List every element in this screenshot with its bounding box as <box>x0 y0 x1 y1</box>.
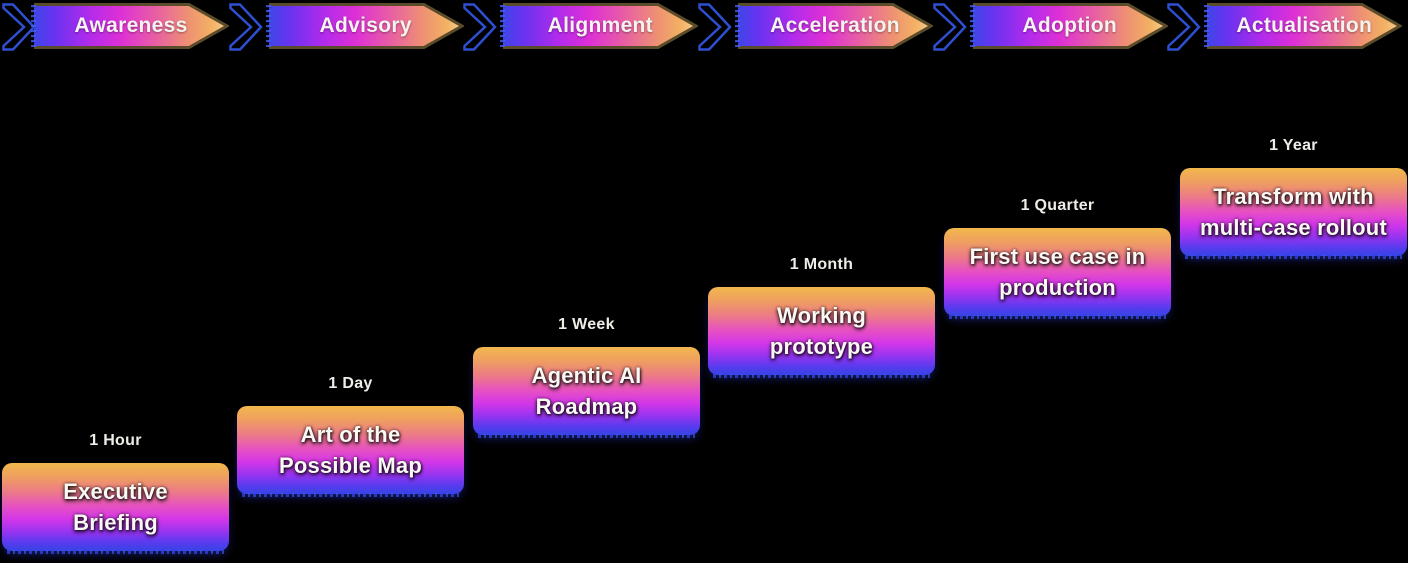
milestone-1-hour: 1 Hour Executive Briefing <box>2 432 229 554</box>
phase-arrow-shape <box>738 3 933 49</box>
chevron-separator-icon <box>463 3 498 51</box>
deliverable-line: Briefing <box>73 510 158 535</box>
chevron-separator-icon <box>1167 3 1202 51</box>
grain-edge <box>7 550 224 554</box>
duration-label: 1 Year <box>1269 137 1318 154</box>
deliverable-line: multi-case rollout <box>1200 215 1387 240</box>
deliverable-line: Possible Map <box>279 453 422 478</box>
grain-edge <box>735 5 740 47</box>
grain-edge <box>1204 5 1210 47</box>
deliverable-line: Art of the <box>300 422 401 447</box>
duration-label: 1 Month <box>789 256 854 273</box>
phase-bar: Awareness Advisory Alignment <box>0 0 1408 56</box>
grain-edge <box>242 493 459 497</box>
milestone-card: Working prototype <box>708 287 935 375</box>
milestone-card: Transform with multi-case rollout <box>1180 168 1407 256</box>
deliverable-line: First use case in <box>969 244 1146 269</box>
phase-arrow-shape <box>972 3 1168 49</box>
chevron-separator-icon <box>228 3 263 51</box>
deliverable-line: Roadmap <box>535 394 638 419</box>
grain-edge <box>265 5 271 47</box>
duration-label: 1 Quarter <box>1020 197 1095 214</box>
phase-arrow-shape <box>268 3 464 49</box>
grain-edge <box>713 374 930 378</box>
grain-edge <box>1185 255 1402 259</box>
phase-arrow-shape <box>503 3 699 49</box>
phase-arrow-shape <box>1207 3 1403 49</box>
chevron-separator-icon <box>2 3 36 51</box>
milestone-card: Agentic AI Roadmap <box>473 347 700 435</box>
grain-edge <box>500 5 506 47</box>
deliverable-line: Transform with <box>1213 184 1374 209</box>
phase-acceleration: Acceleration <box>698 0 939 56</box>
deliverable-line: production <box>999 275 1116 300</box>
phase-arrow-shape <box>34 3 229 49</box>
deliverable-line: Agentic AI <box>531 363 642 388</box>
milestone-1-day: 1 Day Art of the Possible Map <box>237 375 464 497</box>
milestone-card: Executive Briefing <box>2 463 229 551</box>
phase-advisory: Advisory <box>228 0 470 56</box>
milestone-1-week: 1 Week Agentic AI Roadmap <box>473 316 700 438</box>
duration-label: 1 Hour <box>89 432 142 449</box>
phase-alignment: Alignment <box>463 0 704 56</box>
chevron-separator-icon <box>932 3 967 51</box>
grain-edge <box>949 315 1166 319</box>
grain-edge <box>478 434 695 438</box>
phase-awareness: Awareness <box>0 0 235 56</box>
deliverable-line: Working <box>777 303 866 328</box>
milestone-card: Art of the Possible Map <box>237 406 464 494</box>
milestone-1-month: 1 Month Working prototype <box>708 256 935 378</box>
deliverable-line: Executive <box>63 479 168 504</box>
milestone-1-quarter: 1 Quarter First use case in production <box>944 197 1171 319</box>
milestone-1-year: 1 Year Transform with multi-case rollout <box>1180 137 1407 259</box>
phase-adoption: Adoption <box>932 0 1174 56</box>
chevron-separator-icon <box>698 3 732 51</box>
duration-label: 1 Week <box>558 316 615 333</box>
grain-edge <box>31 5 36 47</box>
phase-actualisation: Actualisation <box>1167 0 1408 56</box>
grain-edge <box>969 5 975 47</box>
milestone-card: First use case in production <box>944 228 1171 316</box>
duration-label: 1 Day <box>328 375 373 392</box>
deliverable-line: prototype <box>769 334 874 359</box>
